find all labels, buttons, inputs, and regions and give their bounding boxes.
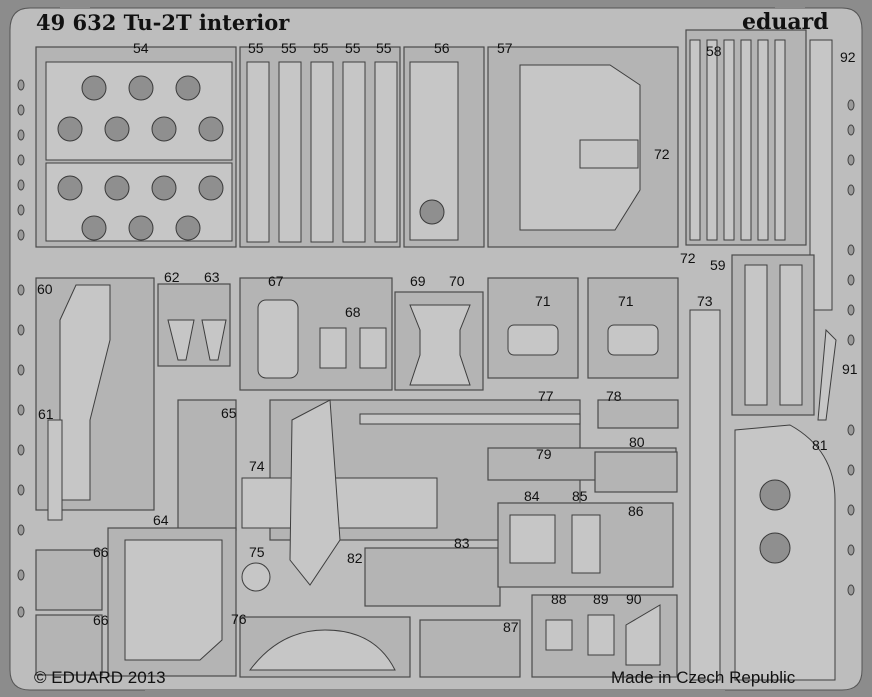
copyright-text: © EDUARD 2013 [34, 668, 166, 687]
label-73: 73 [697, 293, 713, 309]
part-78-panel [597, 399, 679, 429]
label-91: 91 [842, 361, 858, 377]
label-66: 66 [93, 544, 109, 560]
part-71a [507, 324, 559, 356]
part-77 [359, 413, 581, 425]
label-55: 55 [248, 40, 264, 56]
part-54-holes [57, 75, 224, 241]
label-70: 70 [449, 273, 465, 289]
part-73 [689, 309, 721, 681]
label-88: 88 [551, 591, 567, 607]
part-65-panel [177, 399, 237, 531]
label-87: 87 [503, 619, 519, 635]
label-55: 55 [376, 40, 392, 56]
part-68a [319, 327, 347, 369]
label-82: 82 [347, 550, 363, 566]
part-80-panel [594, 451, 678, 493]
label-69: 69 [410, 273, 426, 289]
label-60: 60 [37, 281, 53, 297]
part-76 [248, 629, 396, 671]
part-67 [257, 299, 299, 379]
label-74: 74 [249, 458, 265, 474]
part-58-strips [689, 39, 786, 241]
label-79: 79 [536, 446, 552, 462]
label-86: 86 [628, 503, 644, 519]
part-85 [571, 514, 601, 574]
label-61: 61 [38, 406, 54, 422]
part-71b [607, 324, 659, 356]
part-59b [779, 264, 803, 406]
part-90 [625, 604, 661, 666]
part-74-base [241, 477, 438, 529]
part-74 [289, 399, 341, 586]
part-68b [359, 327, 387, 369]
label-72: 72 [654, 146, 670, 162]
label-89: 89 [593, 591, 609, 607]
label-57: 57 [497, 40, 513, 56]
label-81: 81 [812, 437, 828, 453]
label-64: 64 [153, 512, 169, 528]
part-75 [241, 562, 271, 592]
label-55: 55 [313, 40, 329, 56]
part-number-labels: 54 55 55 55 55 55 56 57 58 92 72 72 59 6… [37, 40, 858, 635]
label-71: 71 [618, 293, 634, 309]
label-85: 85 [572, 488, 588, 504]
label-75: 75 [249, 544, 265, 560]
part-60 [59, 284, 111, 501]
label-83: 83 [454, 535, 470, 551]
part-82-83-panel [364, 547, 501, 607]
label-65: 65 [221, 405, 237, 421]
part-64 [124, 539, 223, 661]
fret-title: 49 632 Tu-2T interior [36, 10, 290, 35]
label-55: 55 [345, 40, 361, 56]
label-55: 55 [281, 40, 297, 56]
part-84 [509, 514, 556, 564]
sprue-drops [17, 79, 855, 618]
label-67: 67 [268, 273, 284, 289]
label-76: 76 [231, 611, 247, 627]
label-54: 54 [133, 40, 149, 56]
label-84: 84 [524, 488, 540, 504]
label-71: 71 [535, 293, 551, 309]
label-59: 59 [710, 257, 726, 273]
part-59a [744, 264, 768, 406]
label-80: 80 [629, 434, 645, 450]
label-72: 72 [680, 250, 696, 266]
part-61 [47, 419, 63, 521]
label-66: 66 [93, 612, 109, 628]
label-90: 90 [626, 591, 642, 607]
part-66b-panel [35, 614, 103, 676]
part-55-strips [246, 61, 398, 243]
label-58: 58 [706, 43, 722, 59]
label-78: 78 [606, 388, 622, 404]
part-92 [809, 39, 833, 311]
origin-text: Made in Czech Republic [611, 668, 796, 687]
part-69-70 [409, 304, 471, 386]
label-63: 63 [204, 269, 220, 285]
part-87-panel [419, 619, 521, 678]
part-66a-panel [35, 549, 103, 611]
part-91 [817, 328, 837, 421]
label-56: 56 [434, 40, 450, 56]
label-68: 68 [345, 304, 361, 320]
part-88 [545, 619, 573, 651]
label-92: 92 [840, 49, 856, 65]
label-77: 77 [538, 388, 554, 404]
label-62: 62 [164, 269, 180, 285]
part-89 [587, 614, 615, 656]
